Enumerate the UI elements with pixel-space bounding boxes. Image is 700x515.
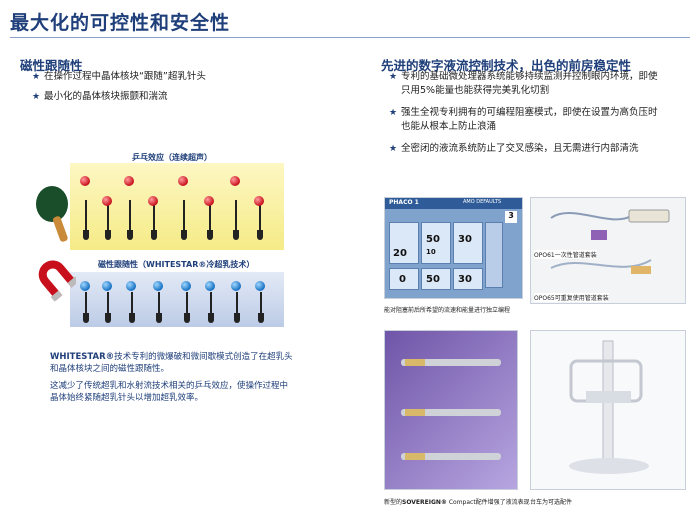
left-bullet: ★在操作过程中晶体核块“跟随”超乳针头 bbox=[32, 71, 206, 82]
screen-title: PHACO 1 bbox=[389, 199, 419, 206]
star-icon: ★ bbox=[389, 108, 398, 118]
star-icon: ★ bbox=[389, 144, 398, 154]
whitestar-paragraph: WHITESTAR®技术专利的微爆破和微间歇模式创造了在超乳头和晶体核块之间的磁… bbox=[50, 352, 293, 374]
star-icon: ★ bbox=[32, 92, 41, 102]
magnet-icon bbox=[38, 260, 76, 302]
cart-photo bbox=[530, 330, 686, 490]
screen-caption: 能对阻塞前后所希望的流速和能量进行独立编程 bbox=[384, 307, 511, 314]
diagram-top-label: 乒乓效应（连续超声） bbox=[132, 153, 212, 162]
paddle-icon bbox=[36, 186, 68, 242]
magnetic-band bbox=[70, 272, 284, 327]
ping-pong-band bbox=[70, 163, 284, 250]
right-bullet: ★强生全视专利拥有的可编程阻塞模式，即使在设置为高负压时也能从根本上防止浪涌 bbox=[389, 107, 658, 132]
screen-top-right: AMO DEFAULTS bbox=[463, 199, 502, 205]
screen-value: 50 bbox=[426, 234, 440, 245]
left-heading: 磁性跟随性 bbox=[20, 58, 83, 73]
screen-value: 30 bbox=[458, 234, 472, 245]
right-bullets: ★专利的基础微处理器系统能够持续监测并控制眼内环境，即使只用5%能量也能获得完美… bbox=[389, 70, 664, 156]
screen-value: 0 bbox=[399, 274, 406, 285]
ping-pong-paragraph: 这减少了传统超乳和水射流技术相关的乒乓效应，使操作过程中晶体始终紧随超乳针头以增… bbox=[50, 381, 289, 403]
star-icon: ★ bbox=[32, 72, 41, 82]
page-title: 最大化的可控性和安全性 bbox=[10, 12, 231, 34]
right-bullet: ★专利的基础微处理器系统能够持续监测并控制眼内环境，即使只用5%能量也能获得完美… bbox=[389, 71, 658, 96]
star-icon: ★ bbox=[389, 72, 398, 82]
opo61-caption: OPO61一次性管道套装 bbox=[534, 250, 597, 259]
diagram-bottom-label: 磁性跟随性（WHITESTAR®冷超乳技术） bbox=[98, 260, 255, 269]
handpiece-illustration bbox=[401, 359, 501, 460]
handpiece-photo bbox=[384, 330, 518, 490]
cart-illustration bbox=[569, 340, 649, 474]
screen-value: 20 bbox=[393, 248, 407, 259]
screen-value: 50 bbox=[426, 274, 440, 285]
screen-value: 10 bbox=[426, 248, 436, 256]
control-screen-photo: PHACO 1 AMO DEFAULTS 20 50 30 0 50 30 10… bbox=[384, 197, 523, 299]
screen-value: 3 bbox=[505, 211, 517, 223]
whitestar-brand: WHITESTAR® bbox=[50, 352, 115, 362]
cart-caption: 台车为可选配件 bbox=[530, 499, 573, 506]
handpiece-caption: 新型的SOVEREIGN® Compact配件增强了液流表现 bbox=[384, 499, 530, 506]
left-bullet: ★最小化的晶体核块振颤和湍流 bbox=[32, 91, 168, 102]
tubing-illustration bbox=[550, 209, 670, 274]
screen-value: 30 bbox=[458, 274, 472, 285]
opo65-caption: OPO65可重复使用管道套装 bbox=[534, 293, 609, 302]
title-rule bbox=[10, 37, 690, 38]
left-bullets: ★在操作过程中晶体核块“跟随”超乳针头 ★最小化的晶体核块振颤和湍流 bbox=[32, 70, 332, 104]
right-heading: 先进的数字液流控制技术，出色的前房稳定性 bbox=[381, 58, 632, 73]
right-bullet: ★全密闭的液流系统防止了交叉感染，且无需进行内部清洗 bbox=[389, 143, 639, 154]
tubing-photo: OPO61一次性管道套装 OPO65可重复使用管道套装 bbox=[530, 197, 686, 304]
